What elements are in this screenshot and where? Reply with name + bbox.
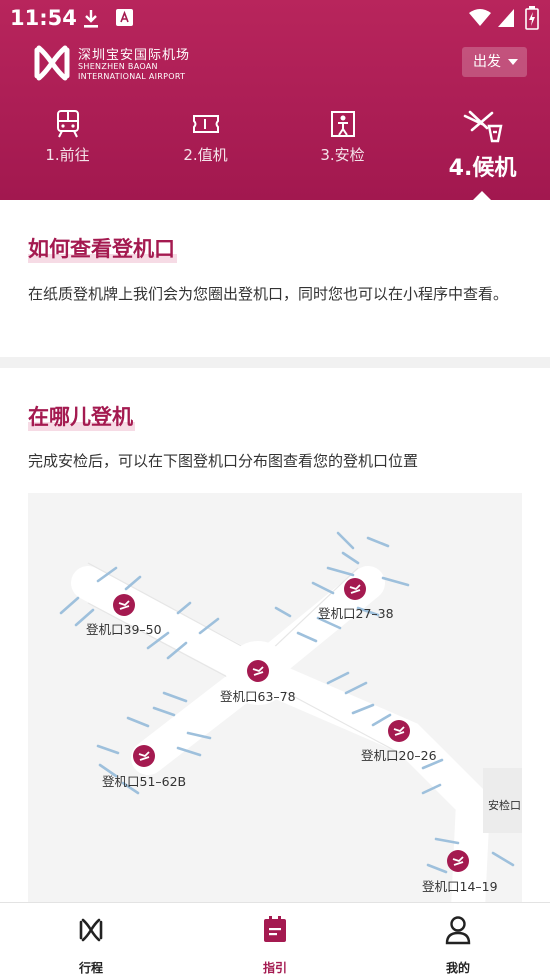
logo-name-cn: 深圳宝安国际机场	[78, 48, 191, 63]
departure-plane-icon	[463, 110, 502, 143]
security-check-icon	[330, 111, 355, 137]
gate-lookup-title-text: 如何查看登机口	[28, 237, 175, 261]
step-boarding-label: 4.候机	[448, 156, 517, 181]
caret-down-icon	[508, 59, 518, 65]
app-notification-icon	[116, 9, 133, 30]
gate-lookup-title: 如何查看登机口	[28, 233, 177, 263]
wifi-icon	[469, 9, 491, 31]
logo-name-en: SHENZHEN BAOAN INTERNATIONAL AIRPORT	[78, 62, 185, 82]
ticket-icon	[192, 115, 219, 133]
step-checkin-label: 2.值机	[183, 146, 228, 164]
gate-pin-icon[interactable]	[133, 745, 155, 767]
where-to-board-title-text: 在哪儿登机	[28, 405, 133, 429]
step-boarding[interactable]: 4.候机	[440, 110, 525, 182]
step-nav: 1.前往 2.值机 3.安检 4.候机	[0, 110, 550, 200]
tab-itinerary-label: 行程	[78, 961, 103, 975]
tab-itinerary[interactable]: 行程	[31, 903, 151, 980]
gate-label-27-38[interactable]: 登机口27–38	[318, 606, 394, 621]
gate-lookup-text: 在纸质登机牌上我们会为您圈出登机口，同时您也可以在小程序中查看。	[28, 285, 509, 303]
tab-me[interactable]: 我的	[398, 903, 518, 980]
step-security[interactable]: 3.安检	[305, 110, 380, 165]
gate-pin-icon[interactable]	[113, 594, 135, 616]
cell-signal-icon	[497, 8, 515, 32]
gate-label-20-26[interactable]: 登机口20–26	[361, 748, 437, 763]
airport-logo-icon	[79, 918, 103, 942]
gate-lookup-section: 如何查看登机口 在纸质登机牌上我们会为您圈出登机口，同时您也可以在小程序中查看。	[0, 200, 550, 357]
gate-pin-icon[interactable]	[344, 578, 366, 600]
app-header: 11:54 深圳宝安国际机场 SHENZHEN BAOAN INTERNATIO…	[0, 0, 550, 200]
title-highlight	[28, 254, 177, 263]
battery-icon	[525, 6, 539, 34]
gate-pin-icon[interactable]	[447, 850, 469, 872]
gate-map[interactable]: 登机口39–50 登机口27–38 登机口63–78 登机口20–26 登机口5…	[28, 493, 522, 908]
status-bar: 11:54	[0, 0, 550, 38]
logo-name-en-line2: INTERNATIONAL AIRPORT	[78, 72, 186, 81]
where-to-board-title: 在哪儿登机	[28, 401, 135, 431]
step-checkin[interactable]: 2.值机	[168, 110, 243, 165]
user-icon	[445, 916, 471, 945]
gate-pin-icon[interactable]	[247, 660, 269, 682]
gate-label-51-62b[interactable]: 登机口51–62B	[102, 774, 187, 789]
tab-guide-label: 指引	[262, 961, 287, 975]
tab-guide[interactable]: 指引	[215, 903, 335, 980]
step-go[interactable]: 1.前往	[30, 110, 105, 165]
tab-me-label: 我的	[445, 961, 470, 975]
gate-label-39-50[interactable]: 登机口39–50	[86, 622, 162, 637]
status-time: 11:54	[10, 6, 77, 30]
where-to-board-text: 完成安检后，可以在下图登机口分布图查看您的登机口位置	[28, 452, 419, 470]
gate-pin-icon[interactable]	[388, 720, 410, 742]
logo-name-en-line1: SHENZHEN BAOAN	[78, 62, 158, 71]
direction-select-value: 出发	[473, 54, 501, 70]
step-security-label: 3.安检	[320, 146, 365, 164]
title-highlight	[28, 422, 135, 431]
gate-label-63-78[interactable]: 登机口63–78	[220, 689, 296, 704]
active-step-indicator	[473, 191, 491, 200]
security-label: 安检口	[488, 799, 521, 812]
download-icon	[82, 8, 100, 34]
guide-calendar-icon	[264, 916, 286, 942]
direction-select[interactable]: 出发	[462, 47, 527, 77]
step-go-label: 1.前往	[45, 146, 90, 164]
airport-logo-icon	[34, 45, 70, 81]
bottom-tab-bar: 行程 指引 我的	[0, 902, 550, 980]
airport-logo	[33, 44, 71, 86]
train-icon	[56, 110, 79, 138]
gate-label-14-19[interactable]: 登机口14–19	[422, 879, 498, 894]
